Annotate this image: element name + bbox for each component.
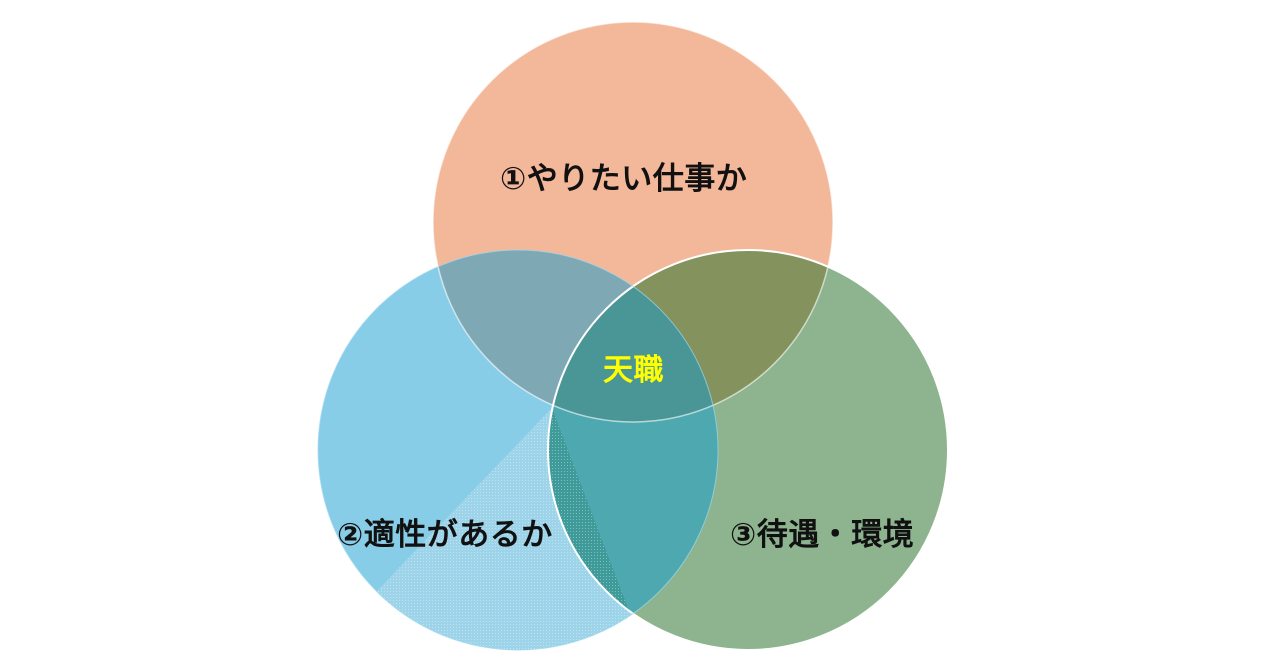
circle-top-outline (432, 21, 834, 423)
label-aptitude: ②適性があるか (337, 517, 553, 553)
circle-right-outline (547, 249, 949, 651)
label-calling: 天職 (603, 353, 664, 388)
circle-left-outline (317, 249, 719, 651)
label-conditions-environment: ③待遇・環境 (730, 517, 915, 553)
label-want-to-do: ①やりたい仕事か (500, 161, 748, 197)
overlap-center (548, 250, 718, 422)
